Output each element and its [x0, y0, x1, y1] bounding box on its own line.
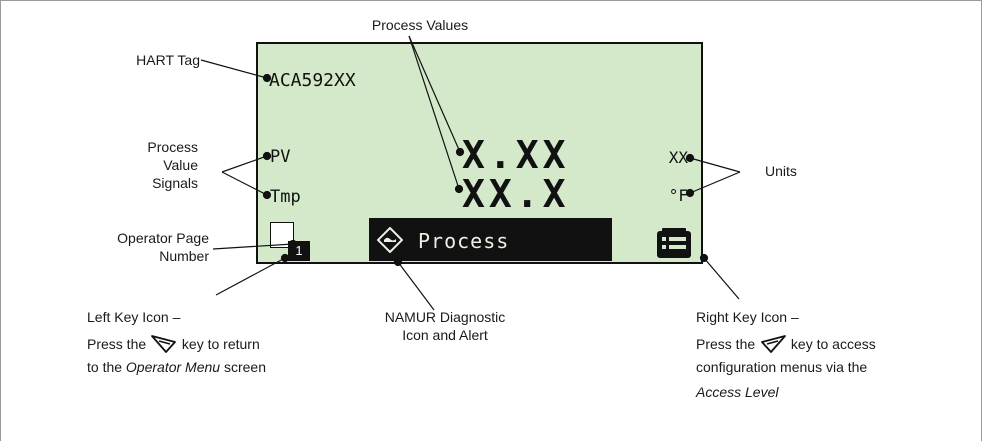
operator-page-label-line2: Number	[159, 248, 209, 264]
left-key-line3: to the Operator Menu screen	[87, 359, 267, 375]
namur-label-line1: NAMUR Diagnostic	[384, 309, 506, 325]
units-label: Units	[765, 163, 797, 179]
hart-tag-label: HART Tag	[136, 52, 200, 68]
signals-label-line1: Process	[147, 139, 198, 155]
namur-alert-text: Process	[418, 229, 510, 253]
tmp-value: XX.X	[462, 172, 570, 216]
pv-value: X.XX	[462, 133, 570, 177]
hart-tag-value: ACA592XX	[269, 70, 356, 91]
left-key-title: Left Key Icon –	[87, 309, 181, 325]
tmp-unit: °F	[668, 186, 688, 205]
left-key-icon	[270, 222, 294, 248]
right-key-menu-icon	[657, 228, 691, 258]
signals-label-line3: Signals	[152, 175, 198, 191]
signals-label-line2: Value	[163, 157, 198, 173]
right-key-glyph-icon	[761, 335, 786, 353]
pv-signal-label: PV	[270, 147, 291, 167]
left-key-glyph-icon	[151, 335, 176, 353]
namur-diagnostic-icon	[377, 227, 403, 253]
namur-alert-bar	[369, 218, 612, 261]
pv-unit: XX	[668, 148, 688, 167]
operator-page-label-line1: Operator Page	[117, 230, 209, 246]
tmp-signal-label: Tmp	[270, 187, 301, 207]
lcd-display	[256, 42, 703, 264]
right-key-line4: Access Level	[696, 384, 779, 400]
namur-label-line2: Icon and Alert	[402, 327, 488, 343]
right-key-line3: configuration menus via the	[696, 359, 868, 375]
left-key-line2: Press the key to return	[87, 335, 260, 353]
process-values-label: Process Values	[371, 17, 469, 33]
right-key-line2: Press the key to access	[696, 335, 876, 353]
right-key-title: Right Key Icon –	[696, 309, 799, 325]
